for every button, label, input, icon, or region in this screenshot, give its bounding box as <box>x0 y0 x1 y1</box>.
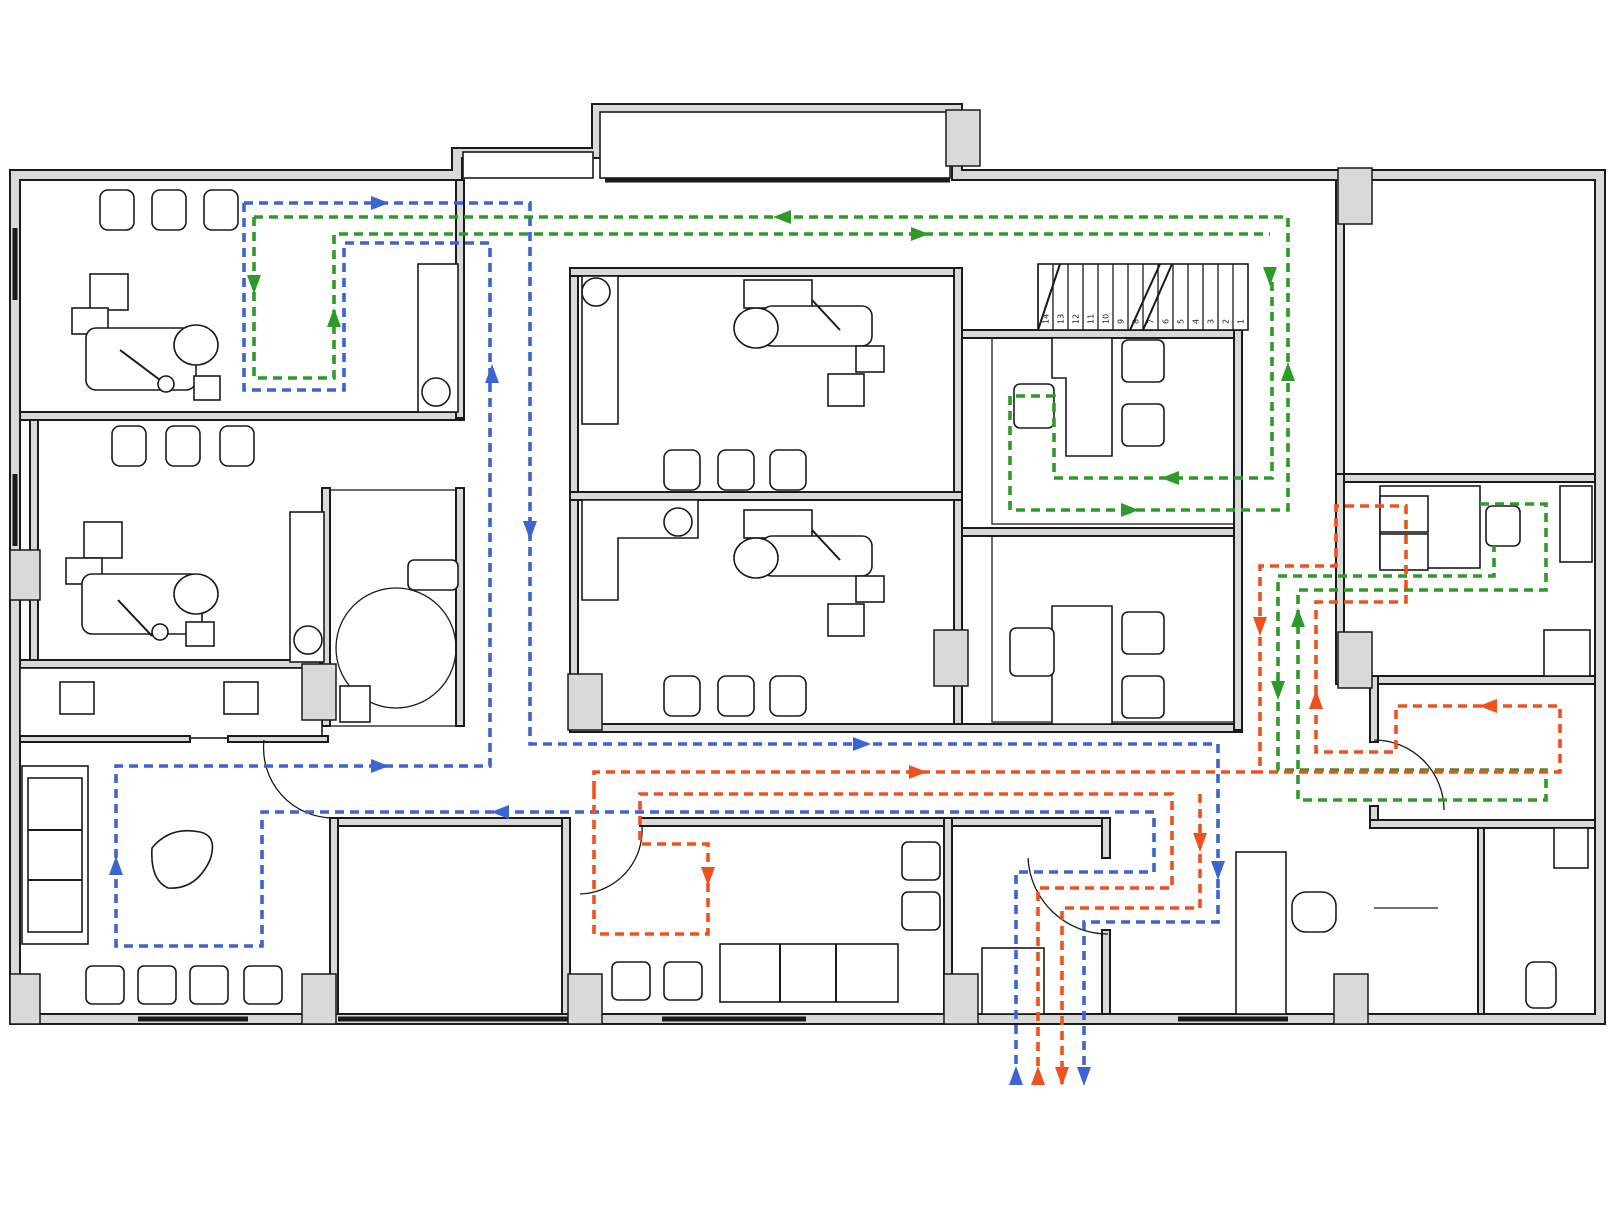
path-arrow-orange <box>1253 617 1267 636</box>
path-arrow-green <box>1161 471 1179 485</box>
interior-walls <box>19 179 1596 1015</box>
path-arrow-green <box>911 227 929 241</box>
stair-step-number: 10 <box>1102 314 1111 324</box>
circulation-path-blue-segment <box>244 201 1220 890</box>
path-arrow-green <box>1121 503 1139 517</box>
circulation-path-green-segment <box>1276 502 1548 802</box>
door-swing-icon <box>1027 857 1109 935</box>
path-arrow-blue <box>491 805 509 819</box>
path-arrow-orange <box>1055 1067 1069 1086</box>
path-arrow-green <box>1263 267 1277 286</box>
path-arrows <box>109 196 1497 1086</box>
circulation-path-orange <box>592 504 1562 1084</box>
wash-basin-icon <box>339 685 371 723</box>
waiting-chair-icon <box>85 961 703 1005</box>
column-icon <box>9 973 41 1025</box>
column-icon <box>567 673 603 731</box>
circulation-path-green-segment <box>254 215 1290 512</box>
structural-columns <box>9 109 1373 1025</box>
stair-step-number: 2 <box>1222 319 1231 324</box>
path-arrow-orange <box>1309 690 1323 709</box>
column-icon <box>1337 631 1373 689</box>
circulation-path-orange-segment <box>592 790 1174 1084</box>
stair-step-number: 11 <box>1087 314 1096 324</box>
circulation-path-orange-segment <box>592 504 1562 790</box>
dental-chair-icon <box>581 275 885 425</box>
sofa-icon <box>719 943 899 1003</box>
column-icon <box>301 663 337 721</box>
path-arrow-blue <box>1077 1067 1091 1086</box>
path-arrow-orange <box>1031 1066 1045 1085</box>
desk-icon <box>1013 337 1165 457</box>
path-arrow-blue <box>1211 861 1225 880</box>
path-arrow-blue <box>1009 1066 1023 1085</box>
path-arrow-green <box>773 210 791 224</box>
wash-basin-icon <box>293 625 323 655</box>
dental-chair-icon <box>71 273 221 401</box>
sofa-icon <box>21 765 89 945</box>
column-icon <box>943 973 979 1025</box>
waiting-chair-icon <box>663 449 807 491</box>
path-arrow-green <box>1291 608 1305 627</box>
column-icon <box>1333 973 1369 1025</box>
column-icon <box>9 549 41 601</box>
circulation-path-orange-segment <box>1060 794 1202 1084</box>
path-arrow-blue <box>371 196 389 210</box>
path-arrow-green <box>1281 362 1295 381</box>
wash-basin-icon <box>1553 827 1589 869</box>
desk-icon <box>1009 605 1165 725</box>
column-icon <box>301 973 337 1025</box>
door-swing-icon <box>579 825 643 895</box>
path-arrow-blue <box>523 521 537 540</box>
column-icon <box>567 973 603 1025</box>
path-arrow-orange <box>909 765 927 779</box>
furniture <box>21 189 1593 1015</box>
exterior-walls <box>9 103 1606 1025</box>
waiting-chair-icon <box>901 841 941 931</box>
waiting-chair-icon <box>663 675 807 717</box>
path-arrow-orange <box>1479 699 1497 713</box>
column-icon <box>933 629 969 687</box>
stair-step-number: 4 <box>1192 319 1201 324</box>
stair-step-number: 14 <box>1042 314 1051 324</box>
dental-chair-icon <box>65 521 219 647</box>
waiting-chair-icon <box>99 189 239 231</box>
wash-basin-icon <box>421 377 451 407</box>
toilet-icon <box>1525 961 1557 1009</box>
path-arrow-green <box>247 275 261 294</box>
path-arrow-green <box>1271 681 1285 700</box>
exterior-windows <box>12 177 1288 1022</box>
stair-step-number: 1 <box>1237 319 1246 324</box>
path-arrow-blue <box>485 364 499 383</box>
door-swing-icon <box>262 739 335 819</box>
path-arrow-blue <box>853 737 871 751</box>
column-icon <box>945 109 981 167</box>
stair-step-number: 6 <box>1162 319 1171 324</box>
door-swing-icon <box>1373 739 1445 811</box>
circulation-path-green <box>252 215 1548 802</box>
stair-step-number: 13 <box>1057 314 1066 324</box>
stair-step-number: 12 <box>1072 314 1081 324</box>
path-arrow-blue <box>109 856 123 875</box>
stair-step-number: 7 <box>1147 319 1156 324</box>
column-icon <box>1337 167 1373 225</box>
dental-chair-icon <box>581 499 885 637</box>
path-arrow-green <box>327 308 341 327</box>
stair-step-number: 5 <box>1177 319 1186 324</box>
circulation-path-green-segment <box>252 217 1270 380</box>
circulation-path-blue-segment <box>1082 890 1220 1084</box>
waiting-chair-icon <box>111 425 255 467</box>
path-arrow-orange <box>701 867 715 886</box>
path-arrow-blue <box>371 759 389 773</box>
stair-step-number: 8 <box>1132 319 1141 324</box>
staircase-icon: 14 13 12 11 10 9 8 7 6 5 4 3 2 1 <box>1037 263 1249 331</box>
stair-step-number: 9 <box>1117 319 1126 324</box>
stair-step-number: 3 <box>1207 319 1216 324</box>
path-arrow-orange <box>1193 833 1207 852</box>
